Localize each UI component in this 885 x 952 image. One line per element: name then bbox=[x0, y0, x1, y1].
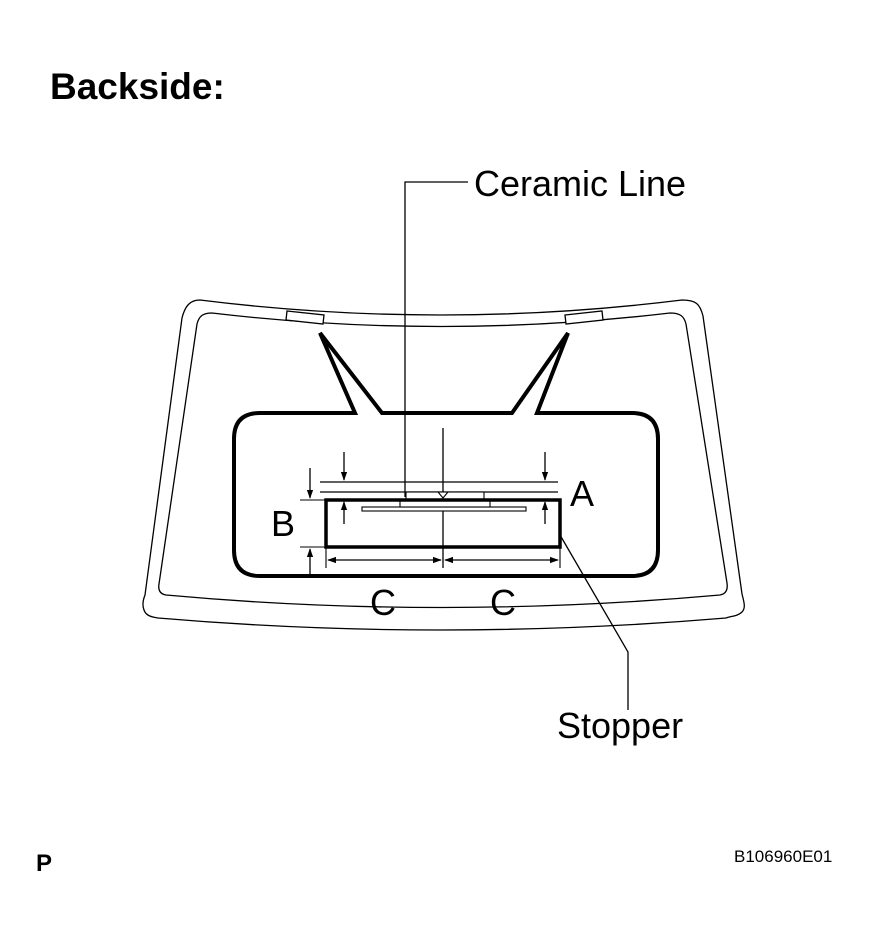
dimension-b-label: B bbox=[271, 503, 295, 544]
dimension-a-label: A bbox=[570, 473, 594, 514]
windshield-outer-outline bbox=[142, 299, 745, 631]
dimension-c-right-label: C bbox=[490, 582, 516, 623]
stopper-label: Stopper bbox=[557, 705, 683, 746]
upper-tab-right bbox=[564, 310, 604, 325]
stopper-body bbox=[324, 498, 562, 549]
windshield-inner-outline bbox=[158, 312, 728, 609]
figure-id-code: B106960E01 bbox=[734, 847, 833, 866]
ceramic-line-leader bbox=[404, 181, 468, 497]
page-title: Backside: bbox=[50, 66, 225, 107]
center-mark bbox=[437, 491, 449, 499]
upper-tab-left bbox=[285, 310, 325, 325]
stopper-leader bbox=[559, 534, 629, 710]
ceramic-line-label: Ceramic Line bbox=[474, 163, 686, 204]
corner-mark-left: P bbox=[36, 850, 53, 877]
detail-callout-bubble bbox=[232, 331, 660, 578]
dimension-c-left-label: C bbox=[370, 582, 396, 623]
molding-strip bbox=[361, 506, 527, 512]
